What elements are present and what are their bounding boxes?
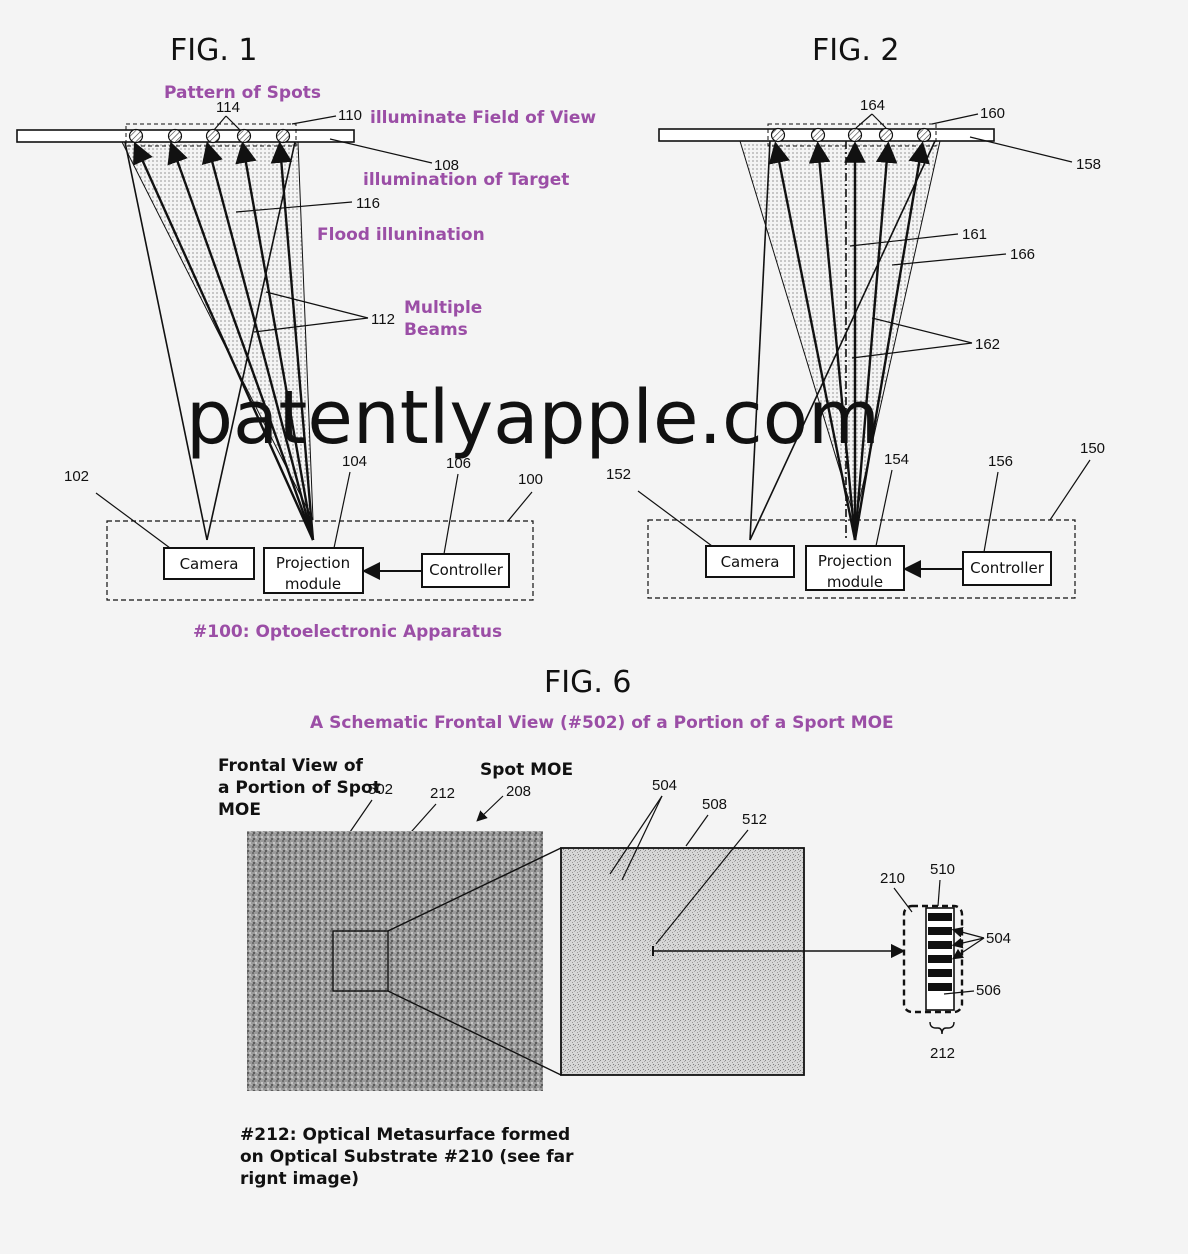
fig2-projection-box <box>805 545 905 591</box>
fig6-ref-210: 210 <box>880 870 905 887</box>
fig1-camera-label: Camera <box>180 555 239 573</box>
fig6-metasurface-caption-2: on Optical Substrate #210 (see far <box>240 1147 574 1167</box>
fig6-spot-moe-label: Spot MOE <box>480 760 573 780</box>
fig1-ref-108: 108 <box>434 157 459 174</box>
fig2-diagram: FIG. 2 164 160 158 161 <box>606 33 1105 599</box>
fig6-ref-512: 512 <box>742 811 767 828</box>
fig1-target-surface <box>16 129 355 143</box>
fig6-ref-208: 208 <box>506 783 531 800</box>
fig1-ref-104: 104 <box>342 453 367 470</box>
watermark: patentlyapple.com <box>186 375 880 461</box>
fig2-ref-152: 152 <box>606 466 631 483</box>
fig2-ref-161: 161 <box>962 226 987 243</box>
fig6-ref-212b: 212 <box>930 1045 955 1062</box>
fig1-diagram: FIG. 1 Pattern of Spots 114 110 illumina… <box>16 33 596 642</box>
fig2-ref-166: 166 <box>1010 246 1035 263</box>
fig1-pattern-of-spots-label: Pattern of Spots <box>164 83 321 103</box>
fig1-ref-116: 116 <box>356 195 380 212</box>
fig2-title: FIG. 2 <box>812 33 900 68</box>
fig2-ref-156: 156 <box>988 453 1013 470</box>
fig6-frontal-line-1: Frontal View of <box>218 756 364 776</box>
fig2-ref-164: 164 <box>860 97 885 114</box>
fig2-apparatus-box <box>647 519 1076 599</box>
fig6-ref-502: 502 <box>368 781 393 798</box>
fig1-illumination-target-label: illumination of Target <box>363 170 569 190</box>
fig2-projection-label-2: module <box>827 573 883 591</box>
fig6-ref-510: 510 <box>930 861 955 878</box>
fig6-zoom-region <box>332 930 389 992</box>
fig6-ref-504a: 504 <box>652 777 677 794</box>
fig1-ref-100: 100 <box>518 471 543 488</box>
fig6-metasurface-caption-3: rignt image) <box>240 1169 359 1189</box>
fig6-subtitle: A Schematic Frontal View (#502) of a Por… <box>310 713 894 733</box>
fig6-frontal-line-3: MOE <box>218 800 261 820</box>
fig6-ref-504b: 504 <box>986 930 1011 947</box>
fig2-camera-box <box>705 545 795 578</box>
fig6-ref-508: 508 <box>702 796 727 813</box>
fig1-apparatus-caption: #100: Optoelectronic Apparatus <box>193 622 502 642</box>
fig2-target-surface <box>658 128 995 142</box>
fig6-nanostructures <box>928 913 952 991</box>
fig1-spots <box>128 128 291 144</box>
fig2-camera-label: Camera <box>721 553 780 571</box>
fig6-diagram: FIG. 6 A Schematic Frontal View (#502) o… <box>218 665 1011 1189</box>
fig6-spot-moe-frontal-view <box>247 831 543 1091</box>
fig2-ref-158: 158 <box>1076 156 1101 173</box>
fig1-ref-106: 106 <box>446 455 471 472</box>
fig2-controller-label: Controller <box>970 559 1045 577</box>
fig6-ref-506: 506 <box>976 982 1001 999</box>
fig1-multiple-beams <box>133 141 315 541</box>
fig2-multiple-beams <box>768 141 930 541</box>
fig1-ref-114: 114 <box>216 99 240 116</box>
fig1-ref-112: 112 <box>371 311 395 328</box>
fig2-projection-label-1: Projection <box>818 552 892 570</box>
fig6-ref-212a: 212 <box>430 785 455 802</box>
fig2-ref-150: 150 <box>1080 440 1105 457</box>
fig6-frontal-line-2: a Portion of Spot <box>218 778 381 798</box>
fig1-illuminate-fov-label: illuminate Field of View <box>370 108 596 128</box>
fig6-brace <box>929 1021 955 1035</box>
fig1-ref-110: 110 <box>338 107 362 124</box>
fig6-title: FIG. 6 <box>544 665 632 700</box>
fig1-multiple-label: Multiple <box>404 298 482 318</box>
fig1-flood-label: Flood illunination <box>317 225 485 245</box>
fig2-spots <box>770 127 932 143</box>
fig6-metasurface-element <box>902 904 964 1014</box>
fig1-controller-label: Controller <box>429 561 504 579</box>
fig6-metasurface-caption-1: #212: Optical Metasurface formed <box>240 1125 570 1145</box>
fig1-beams-label: Beams <box>404 320 468 340</box>
fig6-enlarged-view <box>560 847 805 1076</box>
fig1-projection-label-1: Projection <box>276 554 350 572</box>
fig1-title: FIG. 1 <box>170 33 258 68</box>
fig2-ref-160: 160 <box>980 105 1005 122</box>
fig2-flood-cone <box>739 140 941 522</box>
fig1-camera-box <box>163 547 255 580</box>
fig1-ref-102: 102 <box>64 468 89 485</box>
fig1-projection-label-2: module <box>285 575 341 593</box>
fig1-apparatus-box <box>106 520 534 601</box>
fig2-ref-154: 154 <box>884 451 909 468</box>
fig2-ref-162: 162 <box>975 336 1000 353</box>
